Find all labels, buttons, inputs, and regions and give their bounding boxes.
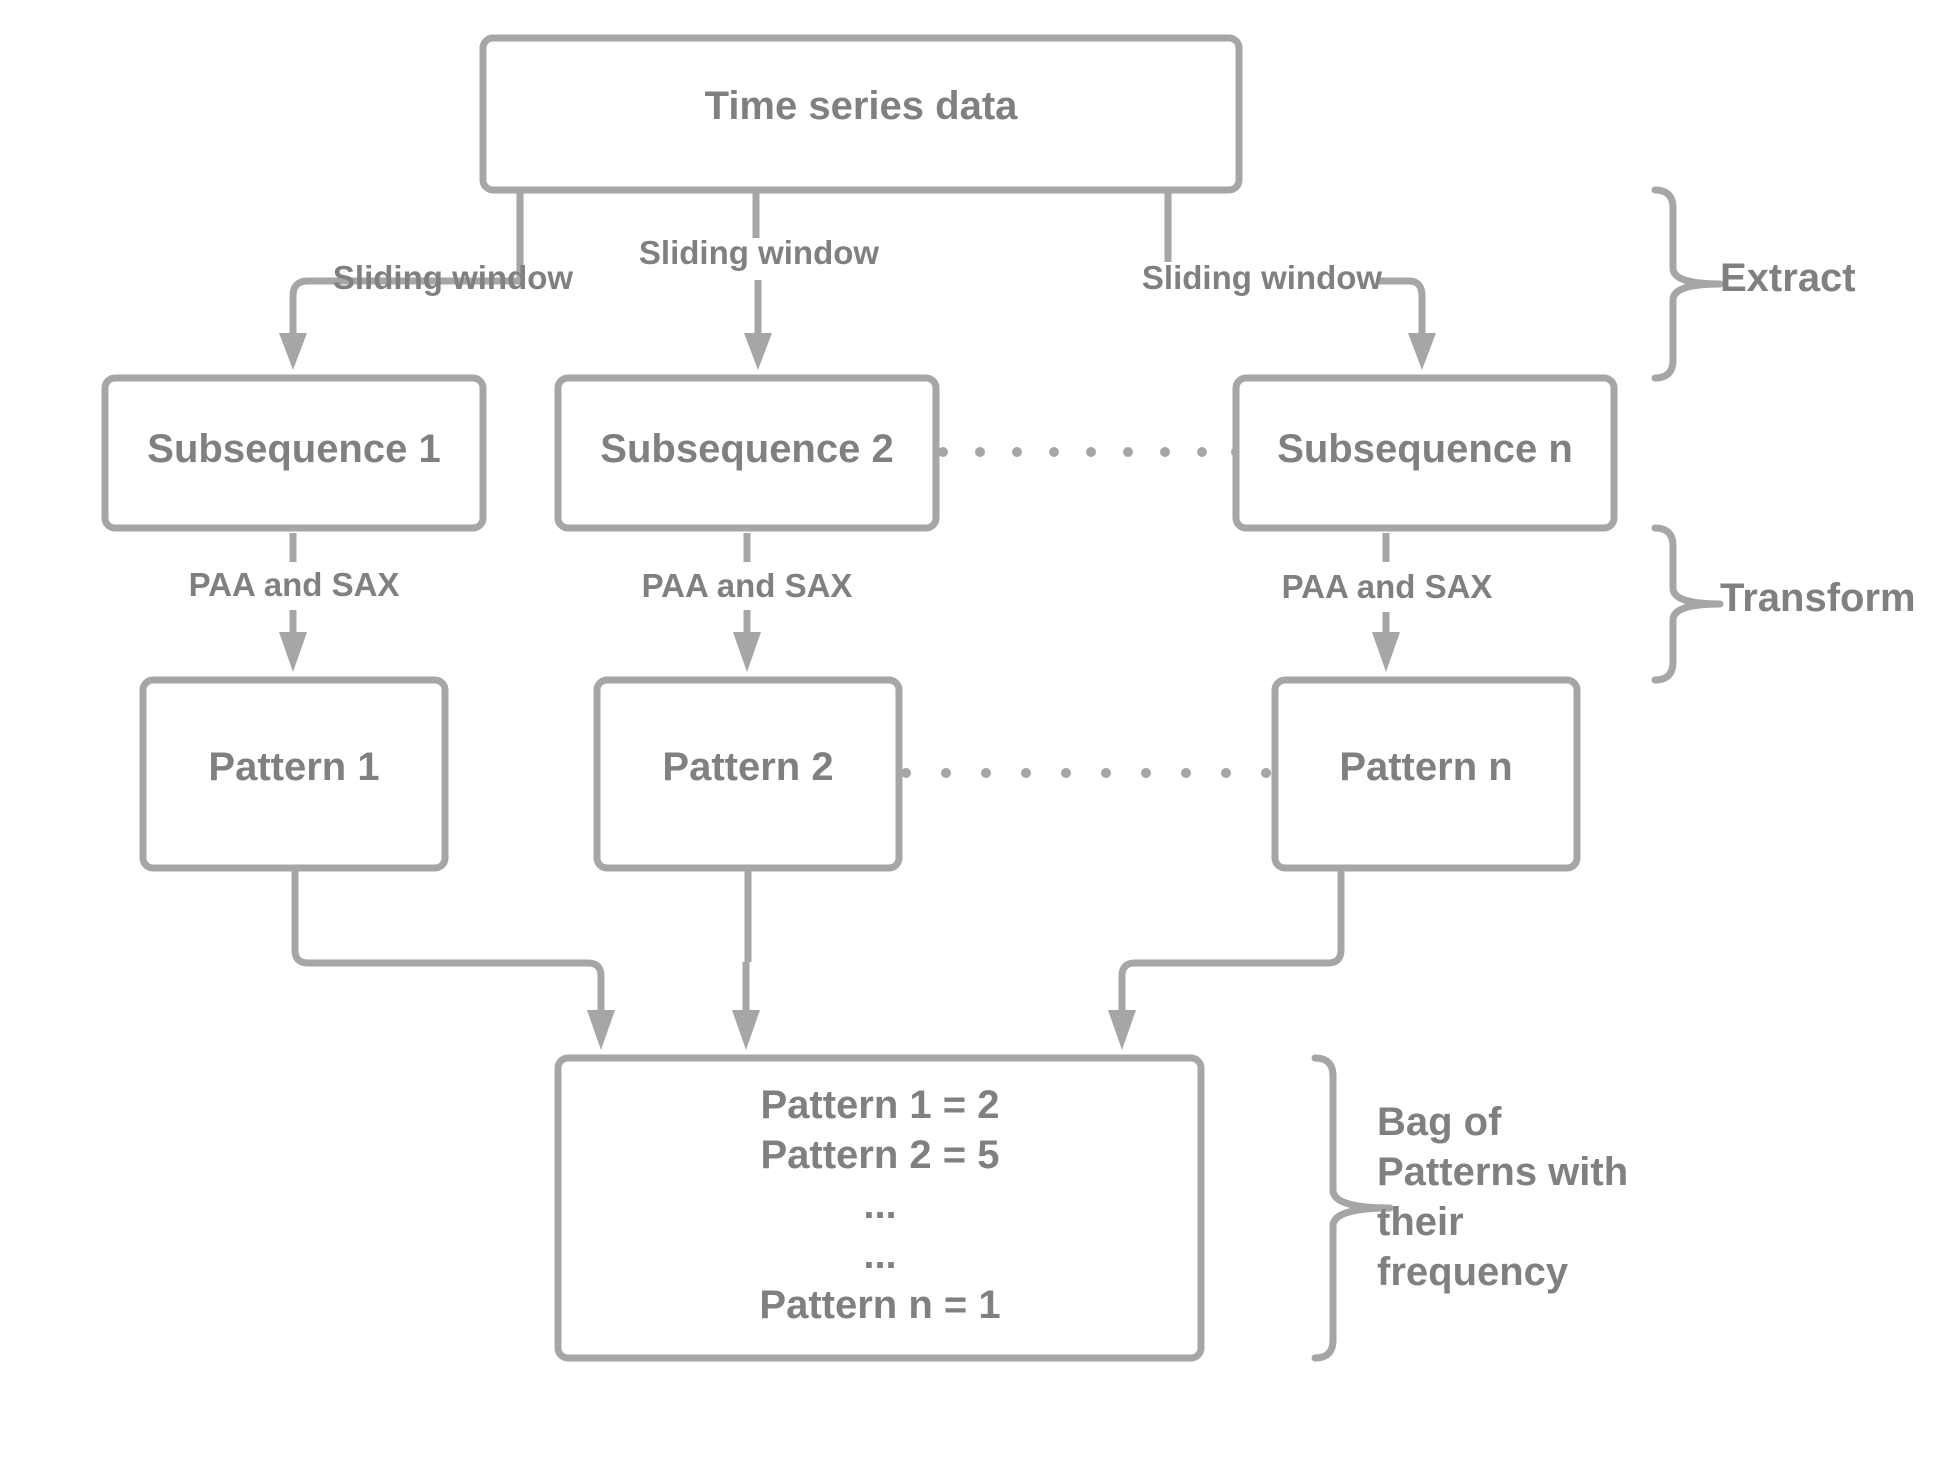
- node-subsequence-2-label: Subsequence 2: [600, 427, 893, 471]
- arrowhead-subsequence-1: [279, 333, 307, 370]
- node-pattern-1-label: Pattern 1: [208, 745, 379, 789]
- stage-bag: Bag of Patterns with their frequency: [1311, 1054, 1628, 1362]
- node-pattern-2-label: Pattern 2: [662, 745, 833, 789]
- arrowhead-subsequence-2: [744, 333, 772, 370]
- node-time-series-data: Time series data: [479, 34, 1243, 194]
- edge-label-sliding-window-1: Sliding window: [333, 259, 573, 296]
- stage-bag-line-3: their: [1377, 1200, 1464, 1244]
- arrowhead-pattern-2: [733, 632, 761, 672]
- node-pattern-1: Pattern 1: [139, 676, 449, 872]
- bag-line-5: Pattern n = 1: [759, 1283, 1000, 1327]
- arrowhead-pattern-1: [279, 632, 307, 672]
- edge-labels-transform: PAA and SAX PAA and SAX PAA and SAX: [189, 566, 1493, 605]
- node-subsequence-2: Subsequence 2: [554, 374, 940, 532]
- brace-bag: [1311, 1054, 1394, 1362]
- ellipsis-row-patterns: [901, 768, 1271, 778]
- edge-label-paa-sax-1: PAA and SAX: [189, 566, 400, 603]
- edge-label-sliding-window-n: Sliding window: [1142, 259, 1382, 296]
- node-subsequence-n: Subsequence n: [1232, 374, 1618, 532]
- node-subsequence-n-label: Subsequence n: [1277, 427, 1573, 471]
- stage-label-extract: Extract: [1720, 256, 1856, 300]
- extract-connectors: [279, 190, 1436, 370]
- stage-extract: Extract: [1651, 186, 1856, 382]
- edge-label-paa-sax-2: PAA and SAX: [642, 567, 853, 604]
- connector-source-to-subsequence-1: [289, 190, 524, 336]
- bag-line-4: ...: [863, 1233, 896, 1277]
- bag-connectors: [291, 868, 1345, 1050]
- node-time-series-data-label: Time series data: [705, 84, 1019, 128]
- stage-bag-line-4: frequency: [1377, 1250, 1569, 1294]
- brace-extract: [1651, 186, 1724, 382]
- ellipsis-row-subsequences: [938, 447, 1241, 457]
- bag-line-3: ...: [863, 1183, 896, 1227]
- transform-connectors: [279, 533, 1400, 672]
- node-pattern-n: Pattern n: [1271, 676, 1581, 872]
- connector-source-to-subsequence-2: [752, 190, 762, 336]
- connector-pattern-2-to-bag: [742, 868, 752, 1015]
- node-bag-of-patterns: Pattern 1 = 2 Pattern 2 = 5 ... ... Patt…: [554, 1054, 1205, 1362]
- node-subsequence-1: Subsequence 1: [101, 374, 487, 532]
- stage-label-transform: Transform: [1720, 576, 1916, 620]
- edge-label-sliding-window-2: Sliding window: [639, 234, 879, 271]
- arrowhead-bag-from-pattern-n: [1108, 1010, 1136, 1050]
- node-pattern-2: Pattern 2: [593, 676, 903, 872]
- arrowhead-pattern-n: [1372, 632, 1400, 672]
- arrowhead-subsequence-n: [1408, 333, 1436, 370]
- brace-transform: [1651, 524, 1724, 684]
- stage-bag-line-2: Patterns with: [1377, 1150, 1628, 1194]
- arrowhead-bag-from-pattern-2: [732, 1010, 760, 1050]
- edge-labels-extract: Sliding window Sliding window Sliding wi…: [333, 234, 1382, 296]
- bag-line-2: Pattern 2 = 5: [760, 1133, 999, 1177]
- edge-label-paa-sax-n: PAA and SAX: [1282, 568, 1493, 605]
- connector-source-to-subsequence-n: [1164, 190, 1426, 336]
- stage-bag-line-1: Bag of: [1377, 1100, 1502, 1144]
- stage-transform: Transform: [1651, 524, 1916, 684]
- bag-line-1: Pattern 1 = 2: [760, 1083, 999, 1127]
- connector-pattern-1-to-bag: [291, 868, 605, 1015]
- node-subsequence-1-label: Subsequence 1: [147, 427, 440, 471]
- node-pattern-n-label: Pattern n: [1339, 745, 1512, 789]
- connector-pattern-n-to-bag: [1118, 868, 1345, 1015]
- arrowhead-bag-from-pattern-1: [587, 1010, 615, 1050]
